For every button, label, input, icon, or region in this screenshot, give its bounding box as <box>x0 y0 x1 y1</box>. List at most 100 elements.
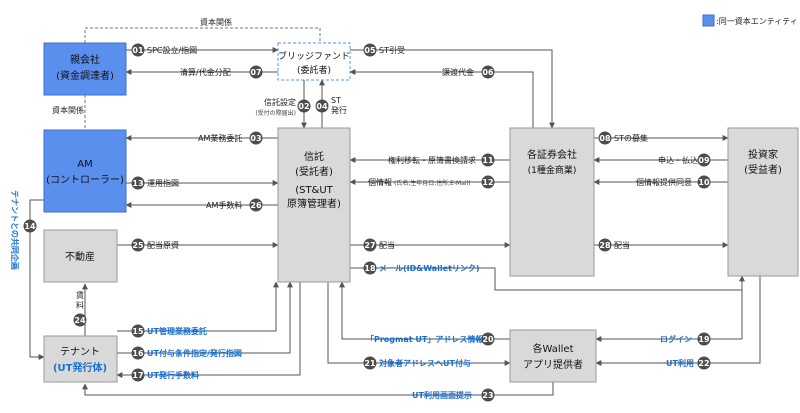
trust-name: 信託 <box>304 150 324 163</box>
entity-am: AM (コントローラー) <box>43 129 127 213</box>
flow-07-label: 清算/代金分配 <box>180 67 231 77</box>
flow-02-sub: (受付の際届出) <box>255 109 296 117</box>
badge-01-num: 01 <box>132 46 144 55</box>
entity-securities: 各証券会社 (1種金商業) <box>509 127 595 277</box>
flow-03-label: AM業務委託 <box>198 133 242 143</box>
badge-03 <box>249 131 263 145</box>
badge-06 <box>481 65 495 79</box>
badge-22-num: 22 <box>698 359 709 368</box>
rent-label-2: 料 <box>76 300 84 310</box>
badge-27 <box>363 238 377 252</box>
badge-01 <box>131 43 145 57</box>
badge-16-num: 16 <box>132 349 144 358</box>
flow-27-label: 配当 <box>379 240 395 250</box>
badge-25 <box>131 238 145 252</box>
flow-23-label: UT利用画面提示 <box>412 390 472 400</box>
wallet-role: アプリ提供者 <box>523 358 583 371</box>
tenant-name: テナント <box>60 346 100 358</box>
entity-bridge-fund: ブリッジファンド (委託者) <box>277 42 351 81</box>
flow-25-label: 配当原資 <box>147 240 179 250</box>
badge-27-num: 27 <box>364 241 375 250</box>
badge-09-num: 09 <box>698 156 710 165</box>
flow-16-label: UT付与条件指定/発行指図 <box>147 348 242 358</box>
badge-18 <box>363 261 377 275</box>
flow-04-label-2: 発行 <box>331 105 347 115</box>
badge-11 <box>481 153 495 167</box>
badge-10 <box>697 175 711 189</box>
badge-21-num: 21 <box>364 359 376 368</box>
badge-06-num: 06 <box>482 68 494 77</box>
realestate-name: 不動産 <box>65 250 95 263</box>
bridge-name: ブリッジファンド <box>278 50 350 62</box>
flow-09-label: 申込・払込 <box>658 155 698 165</box>
entity-wallet: 各Wallet アプリ提供者 <box>509 329 597 383</box>
badge-04 <box>315 99 329 113</box>
bridge-role: (委託者) <box>297 64 331 76</box>
badge-05 <box>363 43 377 57</box>
parent-role: (資金調達者) <box>56 69 114 82</box>
badge-02-num: 02 <box>298 102 309 111</box>
badge-13 <box>131 176 145 190</box>
flow-12-label: 個情報 <box>368 177 392 187</box>
badge-08-num: 08 <box>599 134 611 143</box>
wallet-name: 各Wallet <box>532 342 573 355</box>
badge-26 <box>249 198 263 212</box>
badge-07 <box>249 65 263 79</box>
am-role: (コントローラー) <box>46 174 124 186</box>
entity-trust: 信託 (受託者) (ST&UT 原簿管理者) <box>277 127 351 283</box>
badge-14 <box>23 219 37 233</box>
badge-28 <box>598 238 612 252</box>
badge-09 <box>697 153 711 167</box>
capital-left-label: 資本関係 <box>52 105 84 115</box>
entity-tenant: テナント (UT発行体) <box>43 335 118 383</box>
securities-role: (1種金商業) <box>528 164 577 176</box>
flow-13-label: 運用指図 <box>147 178 179 188</box>
badge-12-num: 12 <box>482 178 493 187</box>
flow-05-label: ST引受 <box>379 45 405 55</box>
badge-19 <box>697 332 711 346</box>
entity-realestate: 不動産 <box>43 229 118 283</box>
flow-26-label: AM手数料 <box>206 200 242 210</box>
trust-role-2: (ST&UT <box>295 185 333 196</box>
flow-10-label: 個情報提供同意 <box>636 177 692 187</box>
badge-11-num: 11 <box>482 156 494 165</box>
badge-28-num: 28 <box>599 241 611 250</box>
badge-17-num: 17 <box>132 371 143 380</box>
badge-02 <box>297 99 311 113</box>
flow-04-label: ST <box>331 96 341 105</box>
badge-13-num: 13 <box>132 179 143 188</box>
flow-20-label: 「Progmat UT」アドレス情報 <box>366 334 484 344</box>
capital-top-label: 資本関係 <box>200 17 232 27</box>
flow-18-label: メール(ID&Walletリンク) <box>379 263 480 273</box>
flow-02-label: 信託設定 <box>264 97 296 107</box>
trust-role: (受託者) <box>295 165 333 178</box>
badge-04-num: 04 <box>316 102 328 111</box>
entity-investor: 投資家 (受益者) <box>727 127 799 277</box>
legend-label: :同一資本エンティティ <box>716 16 798 26</box>
badge-08 <box>598 131 612 145</box>
badge-03-num: 03 <box>250 134 261 143</box>
badge-12 <box>481 175 495 189</box>
badge-21 <box>363 356 377 370</box>
am-name: AM <box>77 159 92 170</box>
entity-parent: 親会社 (資金調達者) <box>43 42 127 96</box>
flow-15-label: UT管理業務委託 <box>147 326 207 336</box>
badge-19-num: 19 <box>698 335 710 344</box>
flow-22-label: UT利用 <box>666 358 694 368</box>
flow-08-label: STの募集 <box>614 133 648 143</box>
badge-10-num: 10 <box>698 178 710 187</box>
capital-link-top <box>84 27 321 43</box>
flow-11-label: 権利移転・原簿書換請求 <box>388 155 476 165</box>
badge-20-num: 20 <box>482 335 494 344</box>
badge-15-num: 15 <box>132 327 144 336</box>
badge-25-num: 25 <box>132 241 144 250</box>
badge-18-num: 18 <box>364 264 376 273</box>
investor-role: (受益者) <box>744 163 782 176</box>
rent-label-1: 賃 <box>76 290 84 300</box>
joint-planning-label: テナントとの共同企画 <box>10 190 20 270</box>
badge-22 <box>697 356 711 370</box>
flow-19-label: ログイン <box>660 334 692 344</box>
badge-15 <box>131 324 145 338</box>
legend-swatch <box>702 14 715 27</box>
